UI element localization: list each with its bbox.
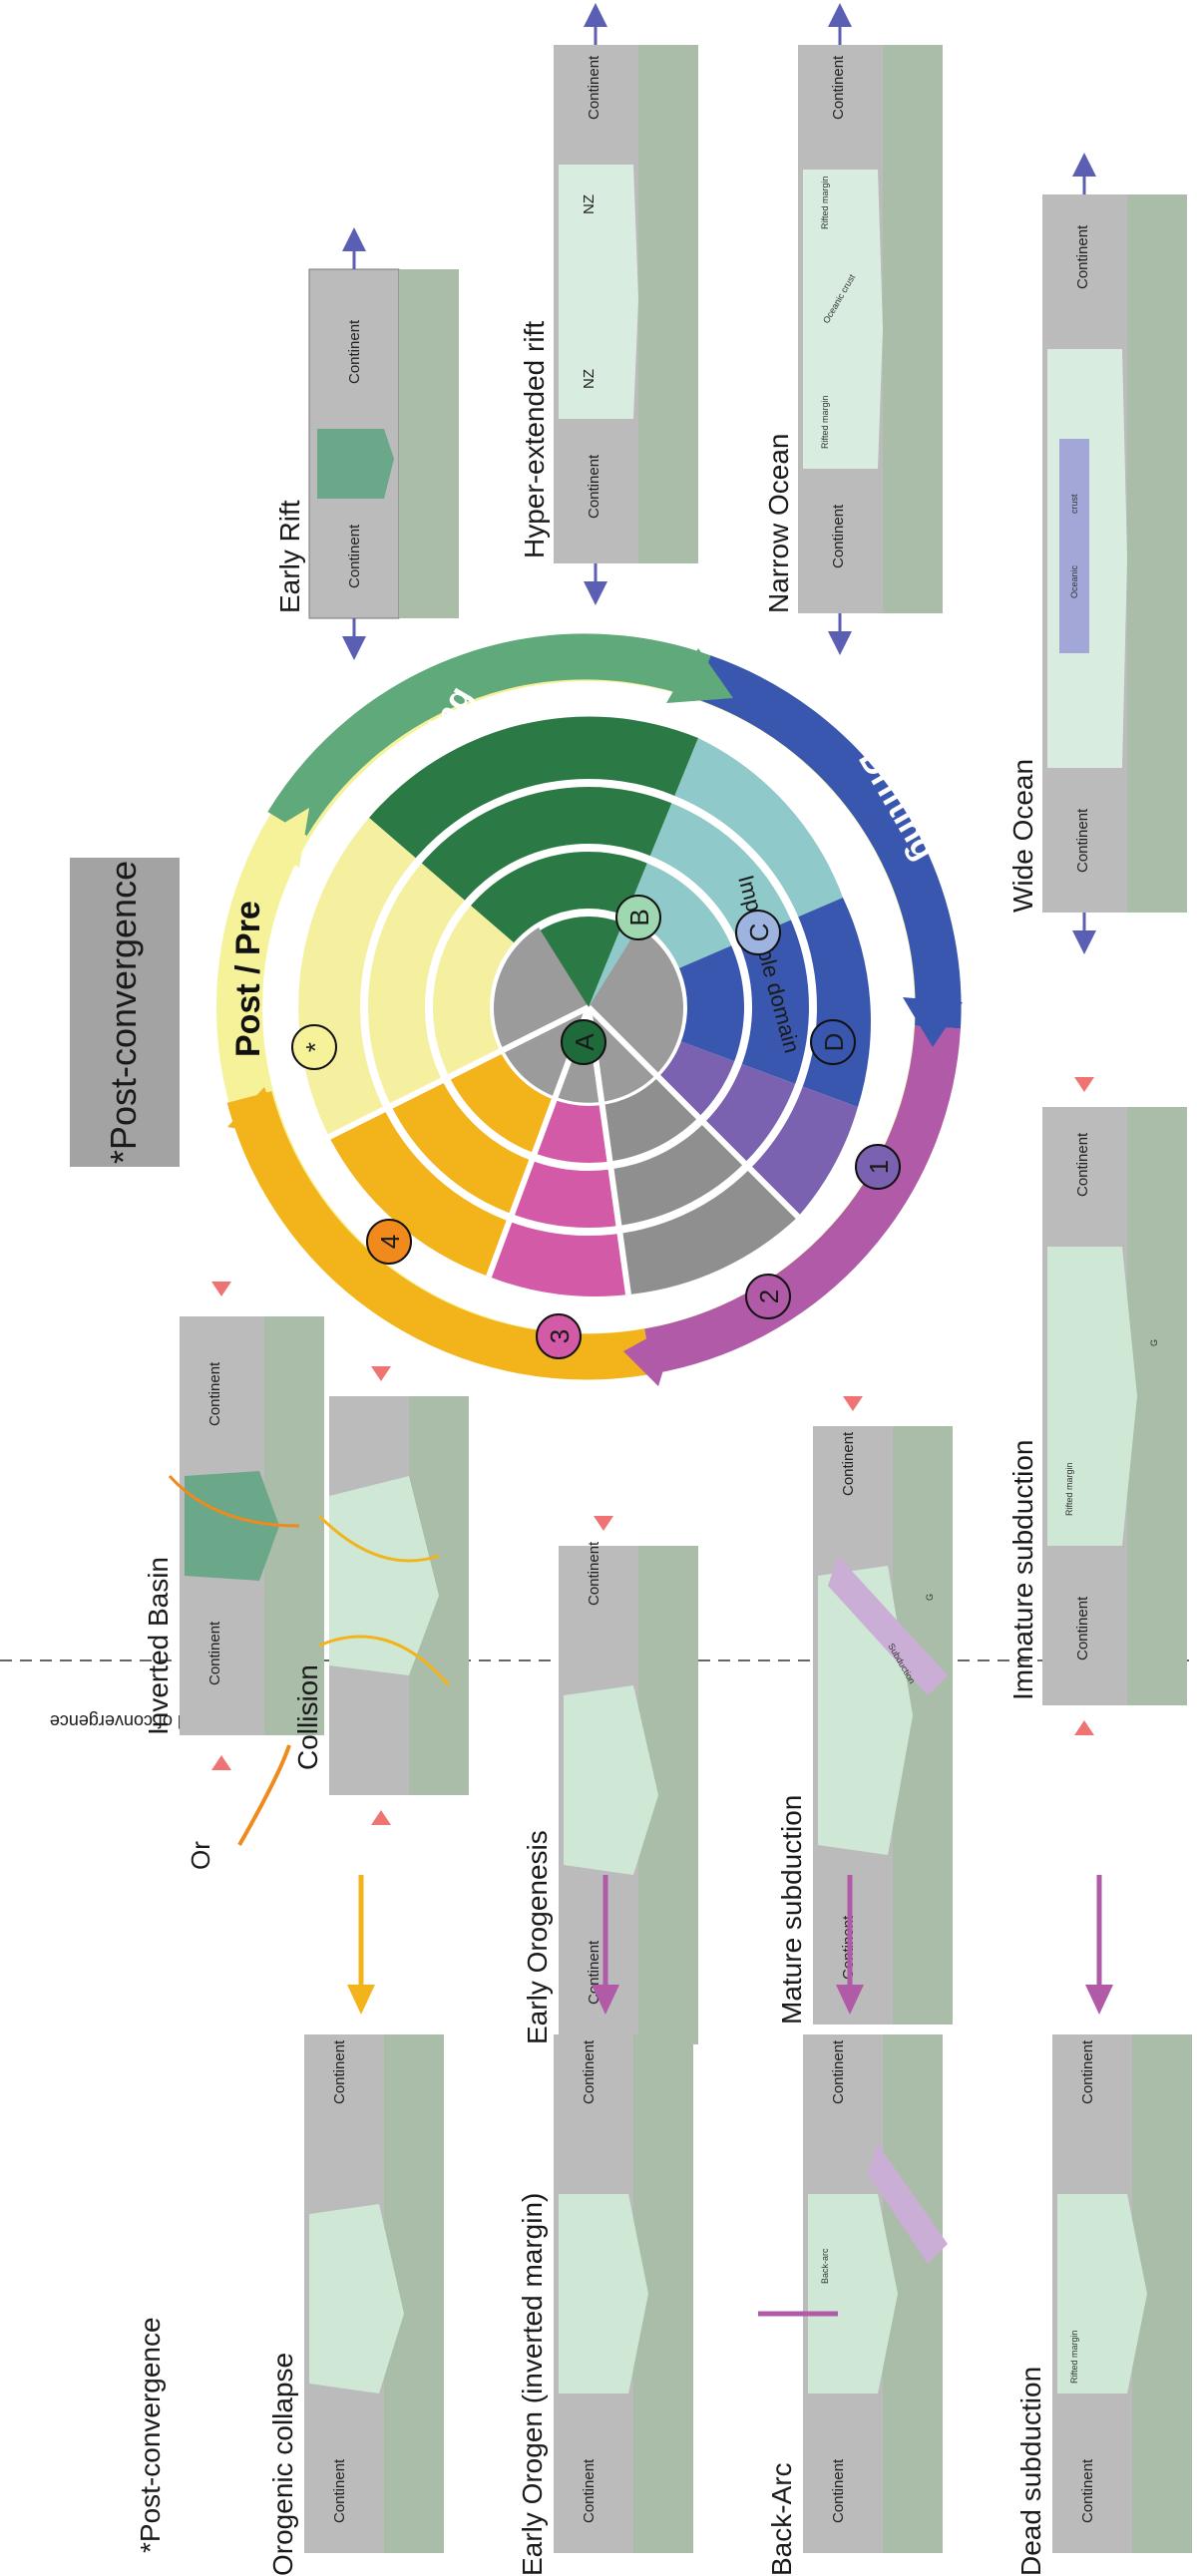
svg-text:1: 1	[864, 1160, 894, 1174]
wide-oceanic: Oceanic	[1069, 564, 1079, 598]
hyper-continent-2: Continent	[586, 454, 602, 519]
early-rift-continent-1: Continent	[346, 319, 363, 384]
immature-continent-1: Continent	[1074, 1132, 1091, 1197]
early-rift-label: Early Rift	[274, 500, 305, 613]
svg-text:4: 4	[375, 1235, 405, 1249]
panel-early-rift: Continent Continent Early Rift	[274, 227, 459, 660]
hyper-nz-1: NZ	[581, 194, 598, 214]
narrow-ocean-label: Narrow Ocean	[763, 433, 794, 613]
mature-g: G	[925, 1594, 935, 1601]
wide-continent-1: Continent	[1074, 224, 1091, 289]
orogenic-collapse-label: Orogenic collapse	[267, 2353, 298, 2576]
orogenesis-arrowhead	[227, 1087, 284, 1137]
or-label: Or	[186, 1841, 215, 1870]
subduction-arrowhead	[623, 1321, 678, 1386]
panel-dead-subduction: Continent Continent Rifted margin Dead s…	[1015, 1875, 1192, 2576]
mature-continent-1: Continent	[840, 1431, 857, 1496]
panel-early-orogenesis: Continent Continent Early Orogenesis	[522, 1516, 698, 2074]
collapse-continent-1: Continent	[331, 2039, 348, 2104]
marker-A: A	[561, 1019, 606, 1065]
svg-text:3: 3	[545, 1329, 575, 1343]
hyper-nz-2: NZ	[581, 369, 598, 389]
back-arc-continent-1: Continent	[830, 2039, 847, 2104]
back-arc-small: Back-arc	[820, 2248, 830, 2284]
panel-collision: Collision Or	[186, 1366, 469, 1870]
panel-mature-subduction: Continent Continent Subduction G Mature …	[776, 1396, 953, 2054]
drifting-arrowhead	[903, 997, 963, 1047]
svg-text:A: A	[570, 1033, 599, 1051]
panel-hyper-rift: Continent Continent NZ NZ Hyper-extended…	[519, 3, 698, 605]
marker-4: 4	[366, 1219, 412, 1265]
panel-narrow-ocean: Continent Continent Rifted margin Oceani…	[763, 3, 943, 655]
immature-subduction-label: Immature subduction	[1007, 1440, 1038, 1700]
post-convergence-label: *Post-convergence	[135, 2317, 166, 2553]
marker-star: *	[291, 1024, 337, 1070]
narrow-rifted-margin-1: Rifted margin	[820, 176, 830, 229]
narrow-continent-2: Continent	[830, 504, 847, 568]
svg-text:C: C	[744, 923, 774, 942]
collapse-continent-2: Continent	[331, 2458, 348, 2523]
wide-crust: crust	[1069, 494, 1079, 514]
dead-subduction-label: Dead subduction	[1015, 2367, 1046, 2576]
inverted-continent-1: Continent	[206, 1361, 223, 1426]
marker-2: 2	[745, 1274, 791, 1319]
svg-text:B: B	[624, 909, 654, 925]
end-of-convergence-label: End of convergence	[50, 1711, 209, 1731]
wide-continent-2: Continent	[1074, 808, 1091, 873]
narrow-continent-1: Continent	[830, 55, 847, 120]
dead-continent-1: Continent	[1079, 2039, 1096, 2104]
title-box: *Post-convergence	[70, 858, 180, 1167]
inverted-continent-2: Continent	[206, 1621, 223, 1685]
phase-orogenesis: Orogenesis	[463, 1373, 653, 1443]
narrow-rifted-margin-2: Rifted margin	[820, 395, 830, 449]
panel-inverted-basin: Continent Continent Inverted Basin	[143, 1282, 324, 1770]
early-orogenesis-label: Early Orogenesis	[522, 1830, 553, 2044]
postpre-arrowhead	[259, 808, 309, 868]
panel-immature-subduction: Continent Continent Rifted margin G Imma…	[1007, 1077, 1187, 1735]
inverted-basin-label: Inverted Basin	[143, 1557, 174, 1735]
marker-1: 1	[855, 1144, 901, 1190]
mature-subduction-label: Mature subduction	[776, 1795, 807, 2024]
dead-continent-2: Continent	[1079, 2458, 1096, 2523]
rifting-arrowhead	[666, 648, 733, 703]
panel-orogenic-collapse: Continent Continent Orogenic collapse	[267, 1875, 444, 2576]
marker-B: B	[615, 895, 661, 940]
early-orogenesis-continent-1: Continent	[586, 1541, 602, 1606]
immature-continent-2: Continent	[1074, 1596, 1091, 1660]
panel-back-arc: Continent Continent Back-arc Back-Arc	[758, 1875, 948, 2576]
svg-text:2: 2	[754, 1289, 784, 1303]
early-rift-continent-2: Continent	[346, 524, 363, 588]
panel-wide-ocean: Continent Continent Oceanic crust Wide O…	[1007, 153, 1187, 954]
eo-inverted-continent-2: Continent	[581, 2458, 598, 2523]
svg-text:*: *	[300, 1042, 330, 1052]
hyper-continent-1: Continent	[586, 55, 602, 120]
svg-text:D: D	[819, 1033, 849, 1052]
collision-label: Collision	[292, 1664, 323, 1770]
panel-early-orogen-inverted: Continent Continent Early Orogen (invert…	[517, 1875, 693, 2576]
early-orogen-inverted-label: Early Orogen (inverted margin)	[517, 2193, 548, 2576]
title-box-text: *Post-convergence	[103, 861, 144, 1164]
marker-D: D	[810, 1019, 856, 1065]
immature-rifted-margin: Rifted margin	[1064, 1462, 1074, 1516]
marker-3: 3	[536, 1313, 582, 1359]
back-arc-continent-2: Continent	[830, 2458, 847, 2523]
dead-rifted-margin: Rifted margin	[1069, 2330, 1079, 2384]
hyper-rift-label: Hyper-extended rift	[519, 321, 550, 558]
eo-inverted-continent-1: Continent	[581, 2039, 598, 2104]
phase-postpre: Post / Pre	[229, 901, 267, 1057]
or-arrow	[237, 1744, 291, 1846]
cycle-wheel: Rifting Drifting Subduction Orogenesis P…	[216, 633, 1022, 1443]
immature-g: G	[1149, 1339, 1159, 1346]
wide-ocean-label: Wide Ocean	[1007, 759, 1038, 913]
marker-C: C	[735, 910, 781, 955]
back-arc-label: Back-Arc	[766, 2462, 797, 2576]
